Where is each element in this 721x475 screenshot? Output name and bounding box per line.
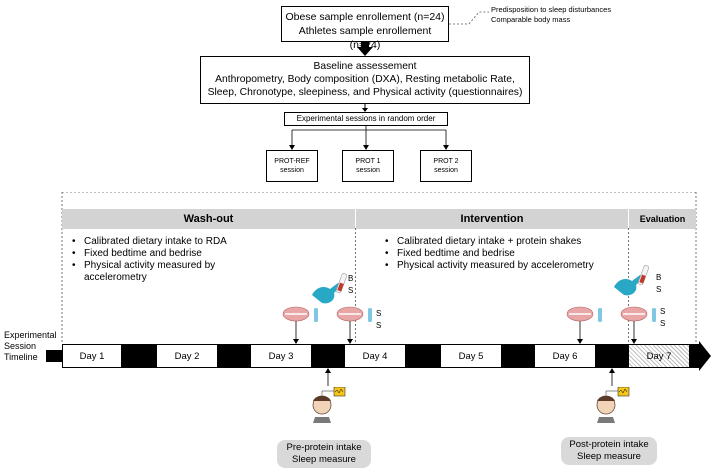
saliva-sample-icon	[566, 306, 602, 344]
day-7: Day 7	[628, 344, 690, 368]
sessions-header: Experimental sessions in random order	[284, 112, 448, 126]
day-2: Day 2	[156, 344, 218, 368]
pre-protein-note: Pre-protein intake Sleep measure	[277, 440, 371, 468]
list-item: Physical activity measured by accelerome…	[385, 260, 594, 272]
connector-arrow-icon	[362, 104, 368, 112]
up-arrow-icon	[609, 368, 615, 386]
saliva-sample-icon	[620, 306, 656, 344]
list-item: Fixed bedtime and bedrise	[385, 248, 594, 260]
session-sub: session	[356, 167, 380, 174]
session-name: PROT 1	[355, 158, 381, 165]
day-6: Day 6	[534, 344, 596, 368]
phase-washout-label: Wash-out	[183, 213, 234, 225]
session-name: PROT-REF	[274, 158, 310, 165]
side-note-connector	[449, 11, 489, 25]
phase-intervention-label: Intervention	[460, 213, 524, 225]
night-4	[406, 344, 440, 368]
list-item: Calibrated dietary intake to RDA	[72, 236, 227, 248]
blood-letters-day7: B S	[656, 273, 662, 294]
enrollment-obese: Obese sample enrollement (n=24)	[285, 11, 445, 23]
day-1: Day 1	[62, 344, 122, 368]
session-name: PROT 2	[433, 158, 459, 165]
saliva-sample-icon	[336, 306, 372, 344]
washout-bullets: Calibrated dietary intake to RDA Fixed b…	[72, 236, 227, 272]
phase-evaluation: Evaluation	[629, 209, 696, 229]
day-5: Day 5	[440, 344, 502, 368]
session-prot-2: PROT 2 session	[420, 150, 472, 182]
side-note: Predisposition to sleep disturbances Com…	[491, 5, 611, 25]
baseline-line2: Sleep, Chronotype, sleepiness, and Physi…	[207, 87, 523, 98]
baseline-title: Baseline assessement	[313, 61, 417, 72]
night-3	[312, 344, 344, 368]
night-1	[122, 344, 156, 368]
timeline-arrow-icon	[689, 341, 711, 371]
enrollment-box: Obese sample enrollement (n=24) Athletes…	[281, 6, 449, 51]
phase-washout: Wash-out	[62, 209, 355, 229]
day-4: Day 4	[344, 344, 406, 368]
sleep-eeg-icon	[596, 387, 630, 423]
saliva-sample-icon	[282, 306, 318, 344]
sessions-branches	[289, 126, 449, 150]
washout-bullet-continuation: accelerometry	[84, 272, 147, 283]
blood-sample-icon	[614, 265, 649, 296]
saliva-letters-day7: S S	[660, 307, 666, 328]
night-2	[218, 344, 250, 368]
post-protein-note: Post-protein intake Sleep measure	[561, 437, 657, 465]
sessions-header-label: Experimental sessions in random order	[296, 114, 436, 123]
baseline-box: Baseline assessement Anthropometry, Body…	[200, 56, 530, 104]
night-5	[502, 344, 534, 368]
list-item: Fixed bedtime and bedrise	[72, 248, 227, 260]
session-prot-1: PROT 1 session	[342, 150, 394, 182]
sleep-eeg-icon	[312, 387, 346, 423]
side-note-line2: Comparable body mass	[491, 15, 571, 24]
up-arrow-icon	[325, 368, 331, 386]
saliva-letters-day3: S S	[376, 309, 382, 330]
blood-sample-icon	[312, 273, 347, 304]
session-sub: session	[434, 167, 458, 174]
phase-evaluation-label: Evaluation	[639, 214, 686, 224]
timeline-label: Experimental Session Timeline	[4, 330, 57, 362]
side-note-line1: Predisposition to sleep disturbances	[491, 5, 612, 14]
night-6	[596, 344, 628, 368]
session-sub: session	[280, 167, 304, 174]
phase-intervention: Intervention	[356, 209, 628, 229]
down-arrow-icon	[357, 41, 373, 56]
list-item: Physical activity measured by	[72, 260, 227, 272]
blood-letters-day3: B S	[348, 274, 354, 295]
intervention-bullets: Calibrated dietary intake + protein shak…	[385, 236, 594, 272]
list-item: Calibrated dietary intake + protein shak…	[385, 236, 594, 248]
day-3: Day 3	[250, 344, 312, 368]
baseline-line1: Anthropometry, Body composition (DXA), R…	[215, 74, 515, 85]
session-prot-ref: PROT-REF session	[266, 150, 318, 182]
timeline-stub	[46, 350, 62, 362]
